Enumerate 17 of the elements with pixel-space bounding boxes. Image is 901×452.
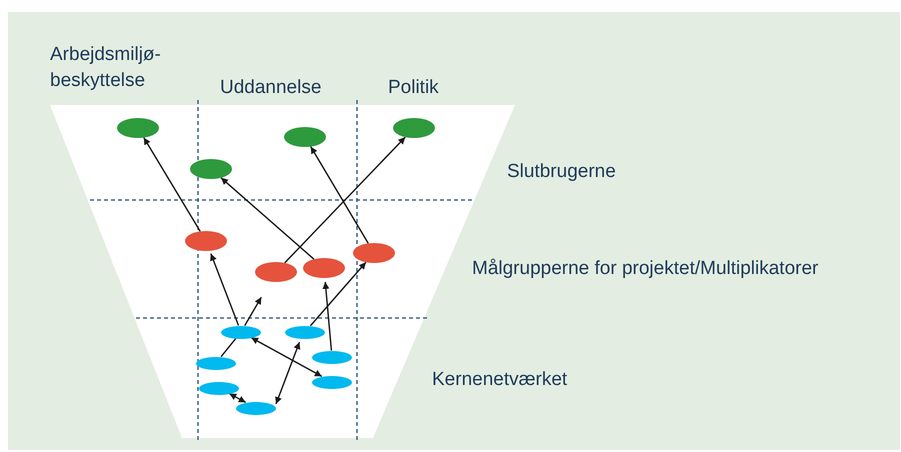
arrow	[210, 253, 240, 326]
arrow	[220, 177, 314, 260]
arrow	[310, 146, 369, 244]
row-label: Kernenetværket	[432, 368, 568, 392]
arrow	[284, 136, 406, 264]
column-heading: Politik	[388, 76, 439, 100]
column-heading: Arbejdsmiljø- beskyttelse	[50, 43, 162, 93]
row-label: Målgrupperne for projektet/Multiplikatorer	[472, 257, 818, 281]
row-label: Slutbrugerne	[507, 160, 616, 184]
arrow	[250, 336, 322, 378]
arrow	[228, 392, 246, 404]
arrow	[244, 296, 262, 326]
arrow	[275, 342, 300, 404]
arrow	[310, 262, 366, 326]
column-heading: Uddannelse	[220, 76, 322, 100]
arrow	[143, 137, 201, 232]
arrow	[322, 282, 332, 351]
